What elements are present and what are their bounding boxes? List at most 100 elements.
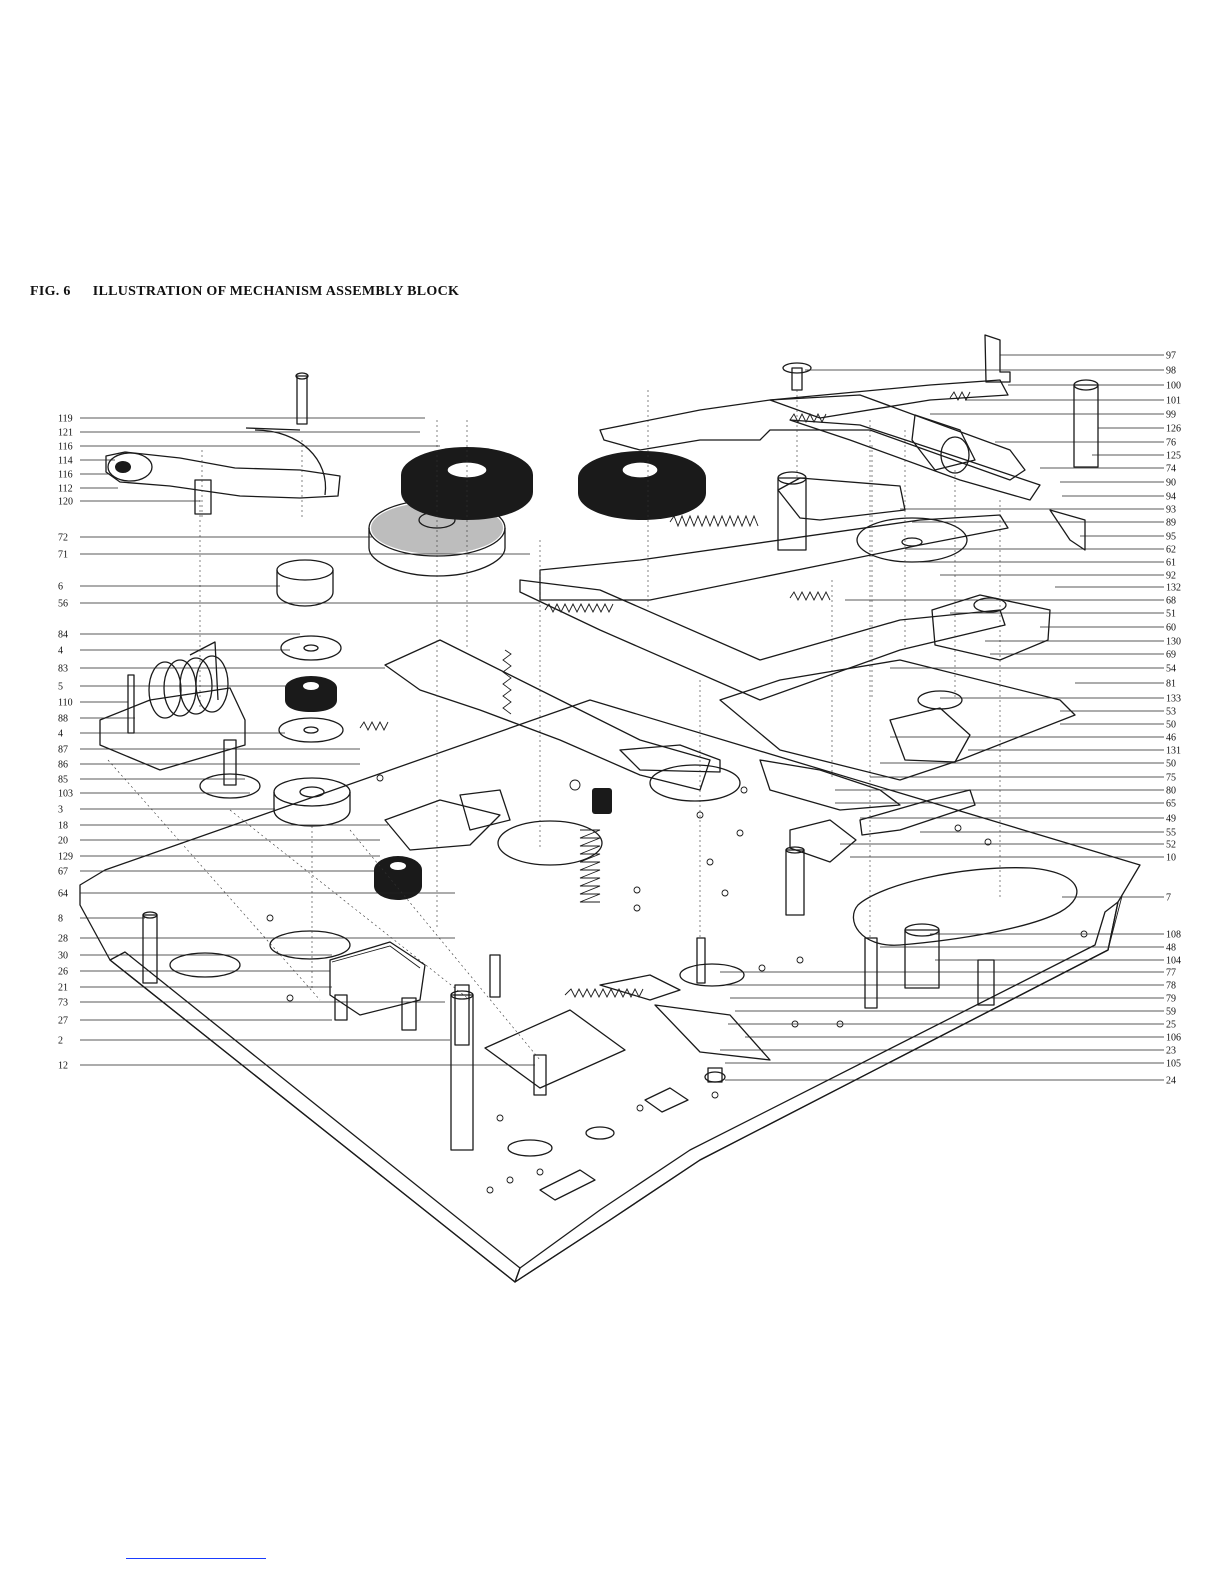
figure-title: FIG. 6 ILLUSTRATION OF MECHANISM ASSEMBLY… xyxy=(30,284,459,300)
callout-left-88: 88 xyxy=(58,714,68,725)
callout-left-116: 116 xyxy=(58,470,73,481)
callout-right-49: 49 xyxy=(1166,814,1176,825)
callout-right-93: 93 xyxy=(1166,505,1176,516)
callout-left-114: 114 xyxy=(58,456,73,467)
callout-right-104: 104 xyxy=(1166,956,1181,967)
callout-left-4: 4 xyxy=(58,729,63,740)
callout-right-50: 50 xyxy=(1166,720,1176,731)
callout-right-99: 99 xyxy=(1166,410,1176,421)
callout-right-54: 54 xyxy=(1166,664,1176,675)
callout-left-6: 6 xyxy=(58,582,63,593)
callout-right-79: 79 xyxy=(1166,994,1176,1005)
figure-number: FIG. 6 xyxy=(30,284,71,299)
callout-left-103: 103 xyxy=(58,789,73,800)
callout-right-101: 101 xyxy=(1166,396,1181,407)
callout-left-8: 8 xyxy=(58,914,63,925)
callout-right-98: 98 xyxy=(1166,366,1176,377)
callout-left-87: 87 xyxy=(58,745,68,756)
callout-left-73: 73 xyxy=(58,998,68,1009)
callout-left-83: 83 xyxy=(58,664,68,675)
callout-right-131: 131 xyxy=(1166,746,1181,757)
callout-right-46: 46 xyxy=(1166,733,1176,744)
callout-left-21: 21 xyxy=(58,983,68,994)
callout-right-55: 55 xyxy=(1166,828,1176,839)
callout-right-133: 133 xyxy=(1166,694,1181,705)
callout-right-48: 48 xyxy=(1166,943,1176,954)
footer-rule xyxy=(126,1558,266,1559)
callout-left-84: 84 xyxy=(58,630,68,641)
callout-left-2: 2 xyxy=(58,1036,63,1047)
callout-right-78: 78 xyxy=(1166,981,1176,992)
callout-left-64: 64 xyxy=(58,889,68,900)
callout-left-67: 67 xyxy=(58,867,68,878)
callout-left-72: 72 xyxy=(58,533,68,544)
callout-right-7: 7 xyxy=(1166,893,1171,904)
callout-right-105: 105 xyxy=(1166,1059,1181,1070)
callout-left-86: 86 xyxy=(58,760,68,771)
callout-right-25: 25 xyxy=(1166,1020,1176,1031)
chassis-rim-front xyxy=(109,951,521,1283)
callout-left-71: 71 xyxy=(58,550,68,561)
callout-right-130: 130 xyxy=(1166,637,1181,648)
callout-right-10: 10 xyxy=(1166,853,1176,864)
chassis-rim-right xyxy=(514,901,1119,1283)
callout-left-121: 121 xyxy=(58,428,73,439)
callout-right-76: 76 xyxy=(1166,438,1176,449)
callout-right-61: 61 xyxy=(1166,558,1176,569)
callout-right-80: 80 xyxy=(1166,786,1176,797)
callout-right-94: 94 xyxy=(1166,492,1176,503)
callout-left-18: 18 xyxy=(58,821,68,832)
callout-right-24: 24 xyxy=(1166,1076,1176,1087)
callout-left-20: 20 xyxy=(58,836,68,847)
callout-left-56: 56 xyxy=(58,599,68,610)
callout-right-95: 95 xyxy=(1166,532,1176,543)
callout-right-75: 75 xyxy=(1166,773,1176,784)
callout-left-27: 27 xyxy=(58,1016,68,1027)
callout-right-126: 126 xyxy=(1166,424,1181,435)
callout-left-129: 129 xyxy=(58,852,73,863)
figure-caption: ILLUSTRATION OF MECHANISM ASSEMBLY BLOCK xyxy=(92,284,460,299)
callout-left-26: 26 xyxy=(58,967,68,978)
callout-right-62: 62 xyxy=(1166,545,1176,556)
callout-right-69: 69 xyxy=(1166,650,1176,661)
callouts-right: 9798100101991267612574909493899562619213… xyxy=(720,351,1181,1087)
callout-left-119: 119 xyxy=(58,414,73,425)
callout-left-85: 85 xyxy=(58,775,68,786)
callout-left-28: 28 xyxy=(58,934,68,945)
callout-right-52: 52 xyxy=(1166,840,1176,851)
callouts-left: 1191211161141161121207271656844835110884… xyxy=(58,414,540,1072)
callout-right-74: 74 xyxy=(1166,464,1176,475)
callout-right-125: 125 xyxy=(1166,451,1181,462)
callout-right-53: 53 xyxy=(1166,707,1176,718)
spring-56 xyxy=(544,602,614,614)
callout-left-112: 112 xyxy=(58,484,73,495)
callout-left-5: 5 xyxy=(58,682,63,693)
callout-right-65: 65 xyxy=(1166,799,1176,810)
callout-right-108: 108 xyxy=(1166,930,1181,941)
callout-right-81: 81 xyxy=(1166,679,1176,690)
mechanism-drawing xyxy=(79,334,1141,1283)
callout-right-23: 23 xyxy=(1166,1046,1176,1057)
callout-right-97: 97 xyxy=(1166,351,1176,362)
callout-left-4: 4 xyxy=(58,646,63,657)
callout-left-12: 12 xyxy=(58,1061,68,1072)
callout-right-89: 89 xyxy=(1166,518,1176,529)
callout-right-92: 92 xyxy=(1166,571,1176,582)
callout-right-77: 77 xyxy=(1166,968,1176,979)
callout-right-90: 90 xyxy=(1166,478,1176,489)
callout-right-106: 106 xyxy=(1166,1033,1181,1044)
lever-plate-top-left xyxy=(105,451,341,499)
micro-switch xyxy=(329,941,426,1016)
callout-right-60: 60 xyxy=(1166,623,1176,634)
callout-right-51: 51 xyxy=(1166,609,1176,620)
callout-right-100: 100 xyxy=(1166,381,1181,392)
callout-left-3: 3 xyxy=(58,805,63,816)
callout-right-59: 59 xyxy=(1166,1007,1176,1018)
counter-assembly xyxy=(99,687,246,771)
callout-right-132: 132 xyxy=(1166,583,1181,594)
callout-left-110: 110 xyxy=(58,698,73,709)
callout-left-30: 30 xyxy=(58,951,68,962)
callout-left-120: 120 xyxy=(58,497,73,508)
callout-right-50: 50 xyxy=(1166,759,1176,770)
